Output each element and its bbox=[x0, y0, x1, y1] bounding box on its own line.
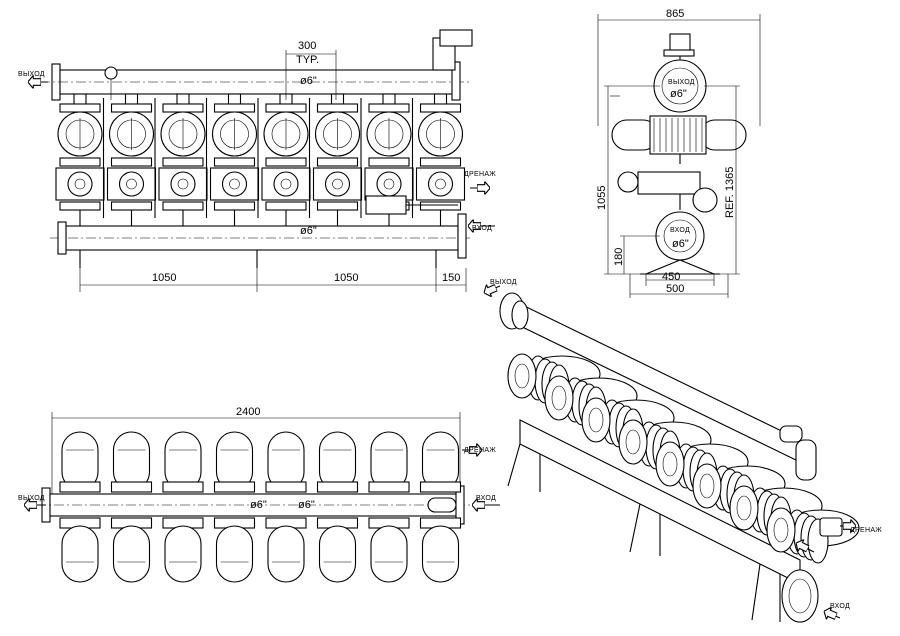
dim-500: 500 bbox=[666, 283, 684, 295]
front-filter-unit bbox=[411, 93, 466, 226]
plan-diameter-b: ø6" bbox=[298, 499, 315, 511]
side-top-diameter: ø6" bbox=[670, 88, 687, 100]
plan-filter-unit bbox=[213, 431, 256, 583]
inlet-label-plan: ВХОД bbox=[476, 495, 496, 502]
plan-view bbox=[26, 412, 500, 583]
plan-filter-unit bbox=[110, 431, 153, 583]
dim-300: 300 bbox=[298, 40, 316, 52]
front-filter-unit bbox=[205, 93, 260, 226]
inlet-label-iso: ВХОД bbox=[830, 603, 850, 610]
front-filter-unit bbox=[102, 93, 157, 226]
dim-865: 865 bbox=[666, 8, 684, 20]
drain-label-iso: ДРЕНАЖ bbox=[850, 527, 882, 534]
dim-1055: 1055 bbox=[596, 186, 608, 210]
drain-label-front: ДРЕНАЖ bbox=[464, 171, 496, 178]
front-filter-units bbox=[55, 93, 466, 226]
inlet-flange bbox=[457, 213, 467, 259]
front-elevation-view bbox=[30, 29, 495, 292]
dim-1050-b: 1050 bbox=[334, 272, 358, 284]
plan-filter-unit bbox=[368, 431, 410, 583]
plan-filter-unit bbox=[162, 431, 204, 583]
side-elevation-view bbox=[597, 14, 761, 298]
dim-2400: 2400 bbox=[236, 406, 260, 418]
dim-typ: TYP. bbox=[296, 54, 319, 66]
top-pipe-diameter: ø6" bbox=[300, 75, 317, 87]
plan-filter-unit bbox=[316, 431, 359, 583]
dim-180: 180 bbox=[613, 248, 625, 266]
front-filter-unit bbox=[154, 93, 208, 226]
plan-filter-units bbox=[59, 431, 462, 583]
front-filter-unit bbox=[308, 93, 363, 226]
inlet-label-front: ВХОД bbox=[472, 225, 492, 232]
front-filter-unit bbox=[257, 93, 311, 226]
dim-450: 450 bbox=[662, 271, 680, 283]
drain-label-plan: ДРЕНАЖ bbox=[464, 447, 496, 454]
dim-150: 150 bbox=[442, 272, 460, 284]
bottom-pipe-diameter: ø6" bbox=[300, 225, 317, 237]
inlet-flange-circle bbox=[655, 211, 705, 261]
side-bottom-diameter: ø6" bbox=[672, 238, 689, 250]
pressure-gauge-icon bbox=[104, 66, 118, 80]
outlet-label-side: ВЫХОД bbox=[668, 79, 695, 86]
dim-1050-a: 1050 bbox=[152, 272, 176, 284]
outlet-label-iso: ВЫХОД bbox=[490, 279, 517, 286]
plan-filter-unit bbox=[59, 431, 101, 583]
plan-diameter-a: ø6" bbox=[250, 499, 267, 511]
inlet-label-side: ВХОД bbox=[670, 227, 690, 234]
iso-filter-units bbox=[507, 353, 860, 564]
plan-filter-unit bbox=[265, 431, 307, 583]
plan-filter-unit bbox=[419, 431, 462, 583]
front-filter-unit bbox=[55, 93, 105, 226]
drain-gauge-icon bbox=[692, 187, 718, 213]
outlet-label-plan: ВЫХОД bbox=[18, 495, 45, 502]
outlet-label-front: ВЫХОД bbox=[18, 71, 45, 78]
isometric-view bbox=[486, 286, 860, 623]
dim-ref-1365: REF. 1365 bbox=[724, 167, 736, 218]
iso-inlet-flange bbox=[781, 569, 819, 623]
